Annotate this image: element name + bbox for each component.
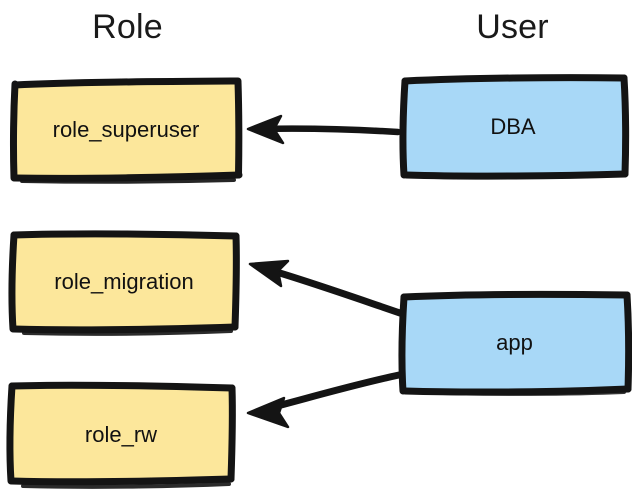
edge-app-to-role-rw <box>246 371 403 429</box>
node-shape-role-migration <box>8 230 240 336</box>
node-app[interactable]: app <box>398 290 632 396</box>
column-header-role: Role <box>92 8 163 46</box>
edge-app-to-role-migration <box>248 259 404 317</box>
node-shape-dba <box>399 74 630 180</box>
column-header-user: User <box>476 8 549 46</box>
node-shape-app <box>398 290 632 396</box>
node-role-rw[interactable]: role_rw <box>5 381 237 489</box>
node-shape-role-rw <box>6 381 236 489</box>
node-dba[interactable]: DBA <box>399 74 630 180</box>
node-shape-role-superuser <box>9 77 243 184</box>
edge-dba-to-role-superuser <box>246 114 402 145</box>
